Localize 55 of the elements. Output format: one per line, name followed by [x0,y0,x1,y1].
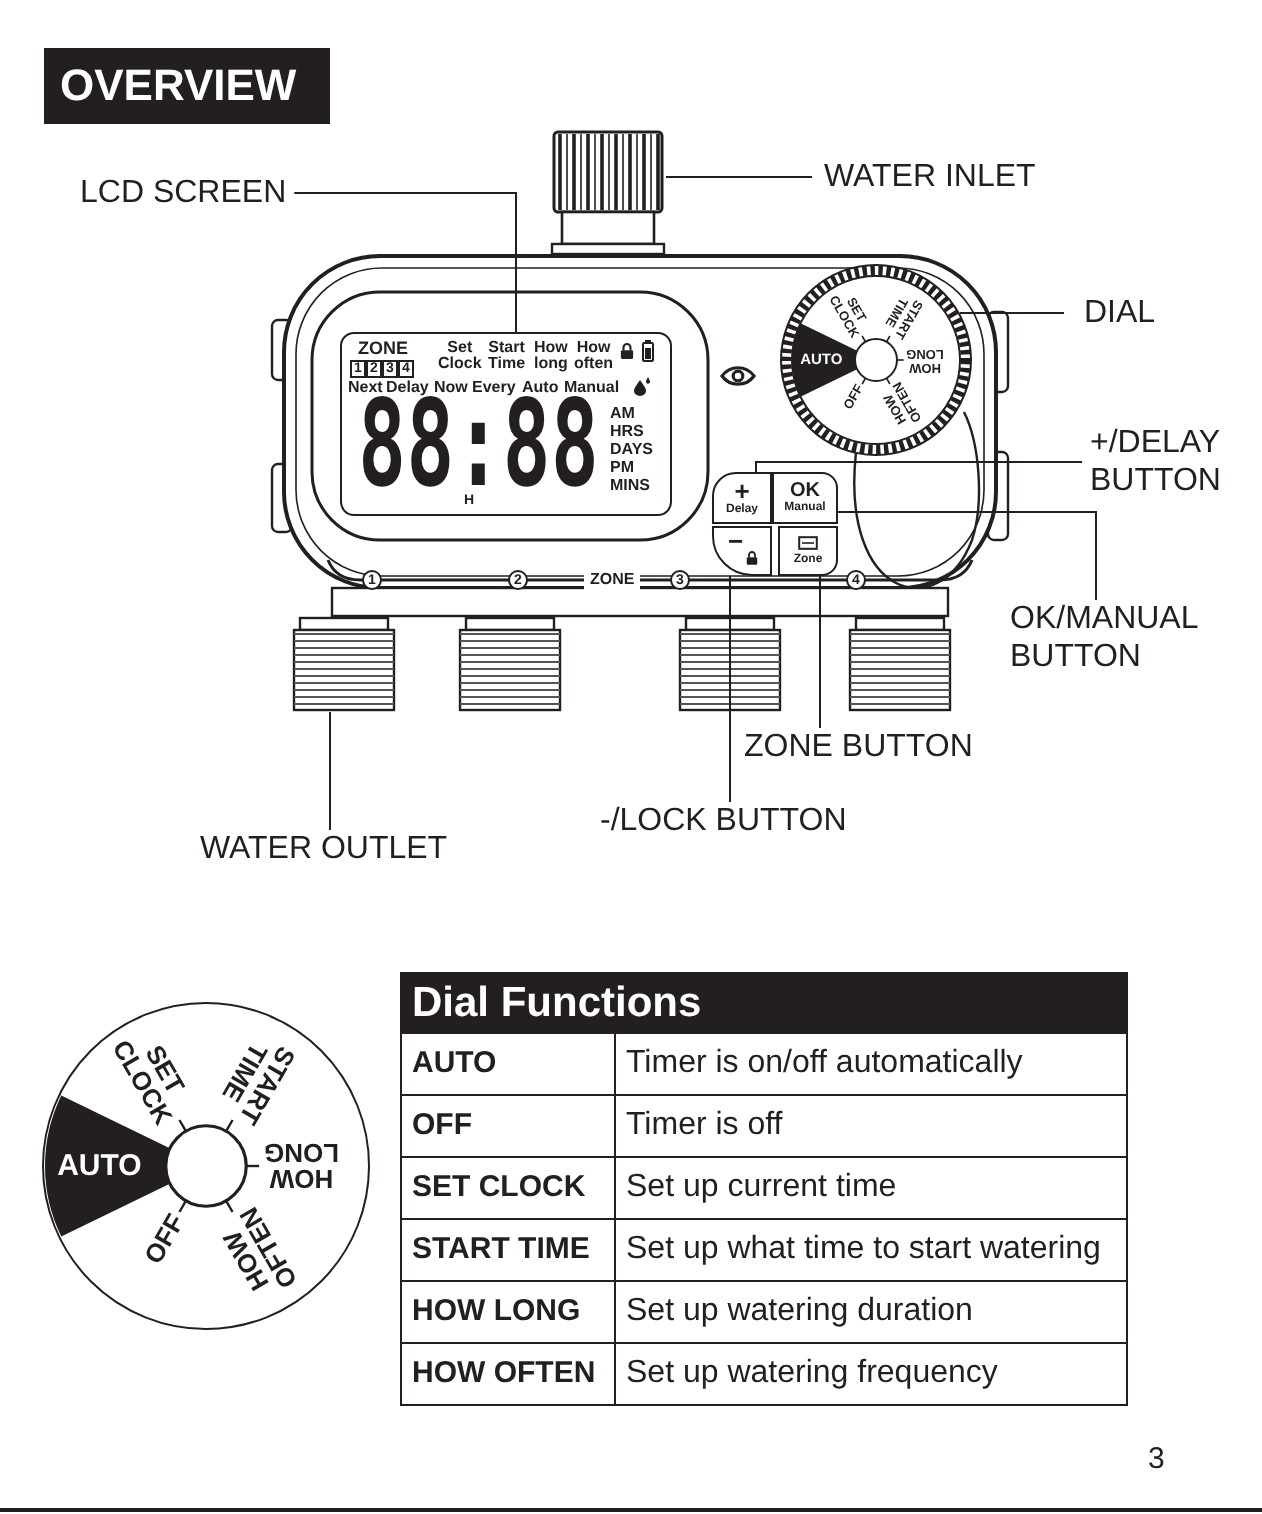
description-cell: Set up watering duration [616,1280,1126,1342]
lcd-segment-text: ZONE [358,340,409,358]
callout-label: WATER INLET [824,158,1036,196]
lcd-segment-text: Auto [522,380,559,396]
description-cell: Set up current time [616,1156,1126,1218]
lcd-segment-text: How long [534,340,568,372]
lcd-segment-text: MINS [610,478,650,494]
water-inlet-drawing [550,128,666,256]
leader-line [958,312,1065,314]
leader-line [755,461,1083,473]
leader-line [837,511,1097,601]
callout-label: ZONE BUTTON [744,728,973,766]
lcd-segment-text: Set Clock [438,340,482,372]
lcd-segment-text: AM [610,406,635,422]
lcd-segment-text: 88:88 [358,401,599,491]
section-heading: OVERVIEW [44,48,330,124]
zone-label: ZONE [584,570,641,590]
lcd-segment-text: Every [472,380,516,396]
lcd-segment-text: Delay [386,380,429,396]
lcd-segment-text: PM [610,460,634,476]
callout-label: DIAL [1084,294,1156,332]
mode-cell: OFF [402,1094,616,1156]
lcd-segment-text: Now [434,380,468,396]
water-outlet-drawing [292,616,396,712]
lcd-segment-text: Manual [564,380,620,396]
mode-cell: AUTO [402,1032,616,1094]
description-cell: Set up what time to start watering [616,1218,1126,1280]
description-cell: Timer is off [616,1094,1126,1156]
table-header: Dial Functions [402,974,1126,1032]
lcd-segment-text: How often [574,340,614,372]
minus-button: − [712,526,772,576]
lcd-segment-text: HRS [610,424,644,440]
dial-mode-label: AUTO [57,1151,142,1181]
callout-label: LCD SCREEN [80,174,287,212]
lcd-segment-text: Next [348,380,383,396]
description-cell: Set up watering frequency [616,1342,1126,1404]
dial-mode-label: HOW LONG [263,1140,340,1192]
leader-line [819,575,821,729]
mode-cell: SET CLOCK [402,1156,616,1218]
mode-cell: HOW OFTEN [402,1342,616,1404]
leader-line [329,711,331,831]
callout-label: WATER OUTLET [200,830,448,868]
lcd-segment-text: Start Time [488,340,526,372]
callout-label: +/DELAY BUTTON [1090,424,1238,500]
callout-label: OK/MANUAL BUTTON [1010,600,1218,676]
mode-cell: HOW LONG [402,1280,616,1342]
mode-cell: START TIME [402,1218,616,1280]
leader-line [665,176,813,178]
callout-label: -/LOCK BUTTON [600,802,847,840]
leader-line [729,575,731,803]
leader-line [293,192,517,333]
page-number: 3 [1148,1442,1165,1478]
lcd-segment-text: DAYS [610,442,653,458]
description-cell: Timer is on/off automatically [616,1032,1126,1094]
lcd-screen [340,332,672,516]
